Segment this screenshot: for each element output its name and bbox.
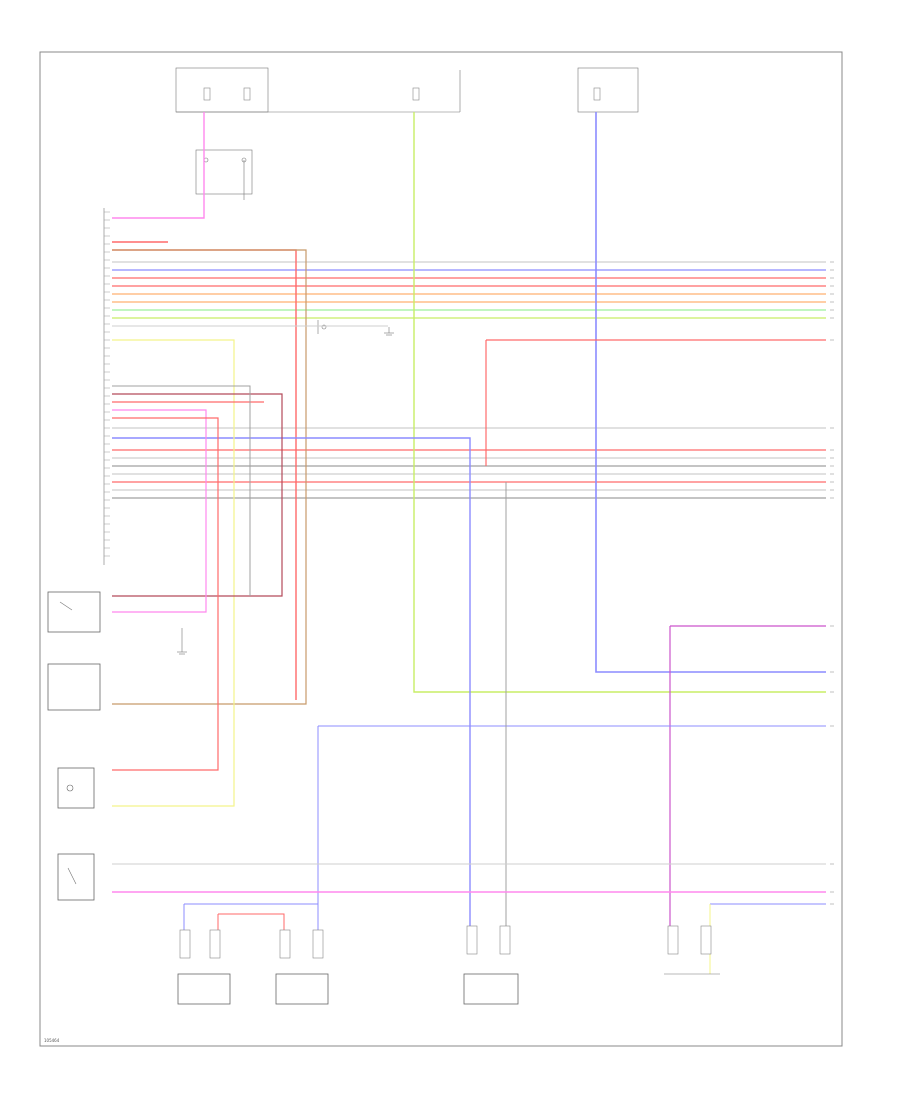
fuse-block-middle [412,70,461,112]
ground-symbol [384,327,394,336]
ecu-pin-ticks [104,211,110,557]
fuse-symbol [593,87,601,101]
wire-pink-ladder-1 [112,409,207,613]
wire-blue-right [595,112,826,673]
bottom-component-3 [463,925,519,1005]
diagram-frame [39,51,843,1047]
wire-red-ladder-1 [112,393,283,597]
connector-symbol [499,925,511,955]
fuse-symbol [203,87,211,101]
wire-bottom-red [218,913,285,930]
switch-component-upper [47,591,101,633]
switch-symbol [67,867,77,885]
switch-outline [57,853,95,901]
switch-component-bottom [57,853,95,901]
ground-symbol [177,628,187,655]
connector-symbol [209,929,221,959]
sensor-component-mid [47,663,101,711]
fuse-block-left [175,67,460,113]
component-outline [463,973,519,1005]
component-outline [177,973,231,1005]
fuse-symbol [412,87,420,101]
fuse-symbol [243,87,251,101]
sensor-component-lower [57,767,95,809]
wire-yellow-left [112,339,235,807]
inline-switch [317,320,327,334]
wire-red-ladder-3 [112,417,219,771]
ecu-connector-column [103,208,110,565]
connector-symbol [279,929,291,959]
bottom-component-4 [664,925,720,975]
fuse-box-outline [577,67,639,113]
sensor-outline [47,663,101,711]
wire-yellow-main [413,112,826,693]
wire-ecu-brown [112,249,307,705]
switch-outline [47,591,101,633]
wire-harness [112,112,826,974]
relay-outline [195,149,253,195]
switch-symbol [59,601,73,611]
diagram-code: 105464 [44,1038,60,1043]
bottom-component-2 [275,929,329,1005]
component-outline [275,973,329,1005]
sensor-symbol [66,784,74,792]
fuse-box-outline [175,67,269,113]
bottom-component-1 [177,929,231,1005]
connector-symbol [312,929,324,959]
wire-blue-to-sensor [112,437,471,926]
wire-gray-ladder [112,385,251,596]
fuse-block-right [577,67,639,113]
wire-ecu-power-pink [112,112,205,219]
right-edge-terminals [830,261,834,905]
sensor-outline [57,767,95,809]
connector-symbol [700,925,712,955]
relay-top-left [195,149,253,200]
connector-symbol [466,925,478,955]
connector-symbol [667,925,679,955]
connector-symbol [179,929,191,959]
